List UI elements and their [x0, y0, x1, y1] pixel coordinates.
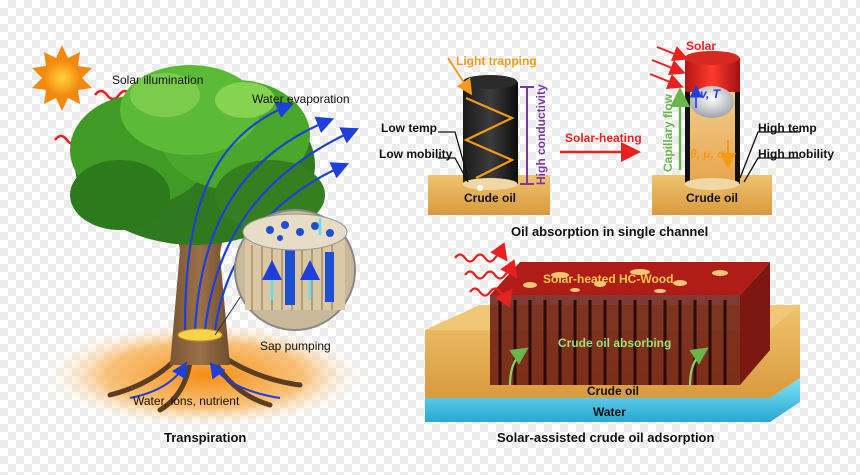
- oil-absorbing-label: Crude oil absorbing: [558, 336, 671, 350]
- water-evaporation-label: Water evaporation: [252, 92, 350, 106]
- single-channel-panel: Light trapping High conductivity Low tem…: [379, 39, 834, 239]
- transpiration-panel: Solar illumination Water evaporation Sap…: [32, 45, 370, 445]
- high-temp-label: High temp: [758, 121, 817, 135]
- root-water-arrows: [129, 361, 281, 399]
- low-temp-label: Low temp: [381, 121, 437, 135]
- solar-ray-icon: [649, 46, 689, 89]
- single-channel-caption: Oil absorption in single channel: [511, 224, 708, 239]
- solar-illumination-label: Solar illumination: [112, 73, 203, 87]
- ground-glow: [40, 320, 370, 430]
- transpiration-caption: Transpiration: [164, 430, 246, 445]
- sap-pumping-magnifier: [214, 209, 356, 336]
- water-label: Water: [593, 405, 626, 419]
- light-trapping-label: Light trapping: [456, 54, 537, 68]
- low-mobility-label: Low mobility: [379, 147, 453, 161]
- sun-icon: [32, 45, 92, 111]
- channel-cylinder-left: [462, 75, 518, 191]
- solar-ray-icon: [454, 242, 518, 308]
- high-conductivity-label: High conductivity: [534, 84, 548, 185]
- solar-label: Solar: [686, 39, 716, 53]
- sap-pumping-label: Sap pumping: [260, 339, 331, 353]
- roots-label: Water, ions, nutrient: [133, 394, 240, 408]
- oil-bed-left: [428, 175, 550, 215]
- hc-wood-block: [490, 262, 770, 385]
- oil-adsorption-caption: Solar-assisted crude oil adsorption: [497, 430, 714, 445]
- crude-oil-right-label: Crude oil: [686, 191, 738, 205]
- conductivity-bracket: [520, 86, 534, 185]
- oil-bed-right: [652, 175, 772, 215]
- oil-absorbing-arrows: [508, 347, 709, 386]
- channel-cylinder-right: [684, 51, 740, 190]
- theta-mu-sigma-label: θ, μ, σ: [690, 147, 726, 161]
- oil-adsorption-panel: Solar-heated HC-Wood Crude oil absorbing…: [425, 242, 800, 445]
- water-layer: [425, 378, 800, 422]
- solar-heating-label: Solar-heating: [565, 131, 642, 145]
- hc-wood-label: Solar-heated HC-Wood: [543, 272, 673, 286]
- trunk-cross-section: [177, 328, 223, 342]
- crude-oil-left-label: Crude oil: [464, 191, 516, 205]
- capillary-flow-label: Capillary flow: [661, 93, 675, 172]
- crude-oil-label: Crude oil: [587, 384, 639, 398]
- high-mobility-label: High mobility: [758, 147, 834, 161]
- v-t-label: v, T: [700, 87, 722, 101]
